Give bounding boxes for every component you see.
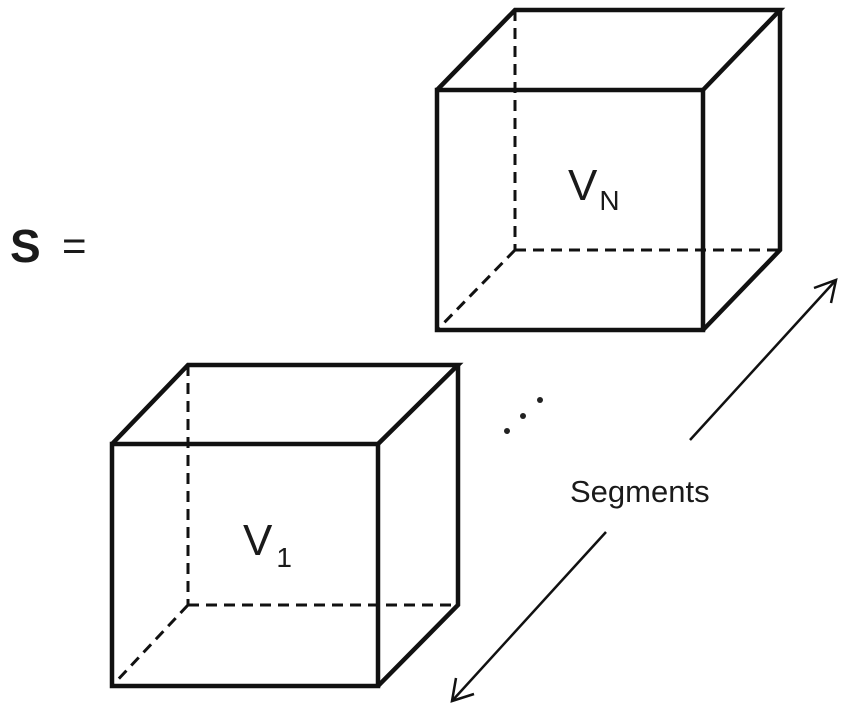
set-symbol-s: S bbox=[10, 220, 41, 272]
ellipsis-dots bbox=[504, 397, 543, 434]
arrowhead-down bbox=[450, 677, 475, 703]
volume-1-main: V bbox=[243, 516, 273, 565]
volume-n-subscript: N bbox=[599, 185, 619, 216]
volume-n-label: VN bbox=[568, 161, 620, 216]
cube-1-top-edges bbox=[110, 362, 464, 446]
cube-1-right-edges bbox=[376, 365, 461, 688]
cube-n-hidden-depth bbox=[435, 248, 517, 332]
cube-n-front-face bbox=[434, 87, 706, 333]
arrow-lower-segment bbox=[451, 531, 607, 702]
volume-1-subscript: 1 bbox=[276, 542, 292, 573]
cube-1-front-face bbox=[109, 441, 381, 689]
arrow-upper-segment bbox=[689, 279, 837, 441]
ellipsis-dot bbox=[520, 413, 526, 419]
cube-n-top-edges bbox=[435, 7, 786, 92]
ellipsis-dot bbox=[504, 428, 510, 434]
volume-n-main: V bbox=[568, 161, 598, 210]
equals-sign: = bbox=[62, 222, 87, 269]
cube-volume-n: VN bbox=[434, 7, 786, 333]
segments-label: Segments bbox=[570, 474, 710, 509]
cube-1-hidden-depth bbox=[110, 603, 190, 688]
segments-axis-arrow bbox=[450, 278, 838, 703]
ellipsis-dot bbox=[537, 397, 543, 403]
cube-n-right-edges bbox=[701, 10, 783, 332]
arrowhead-up bbox=[813, 278, 838, 304]
